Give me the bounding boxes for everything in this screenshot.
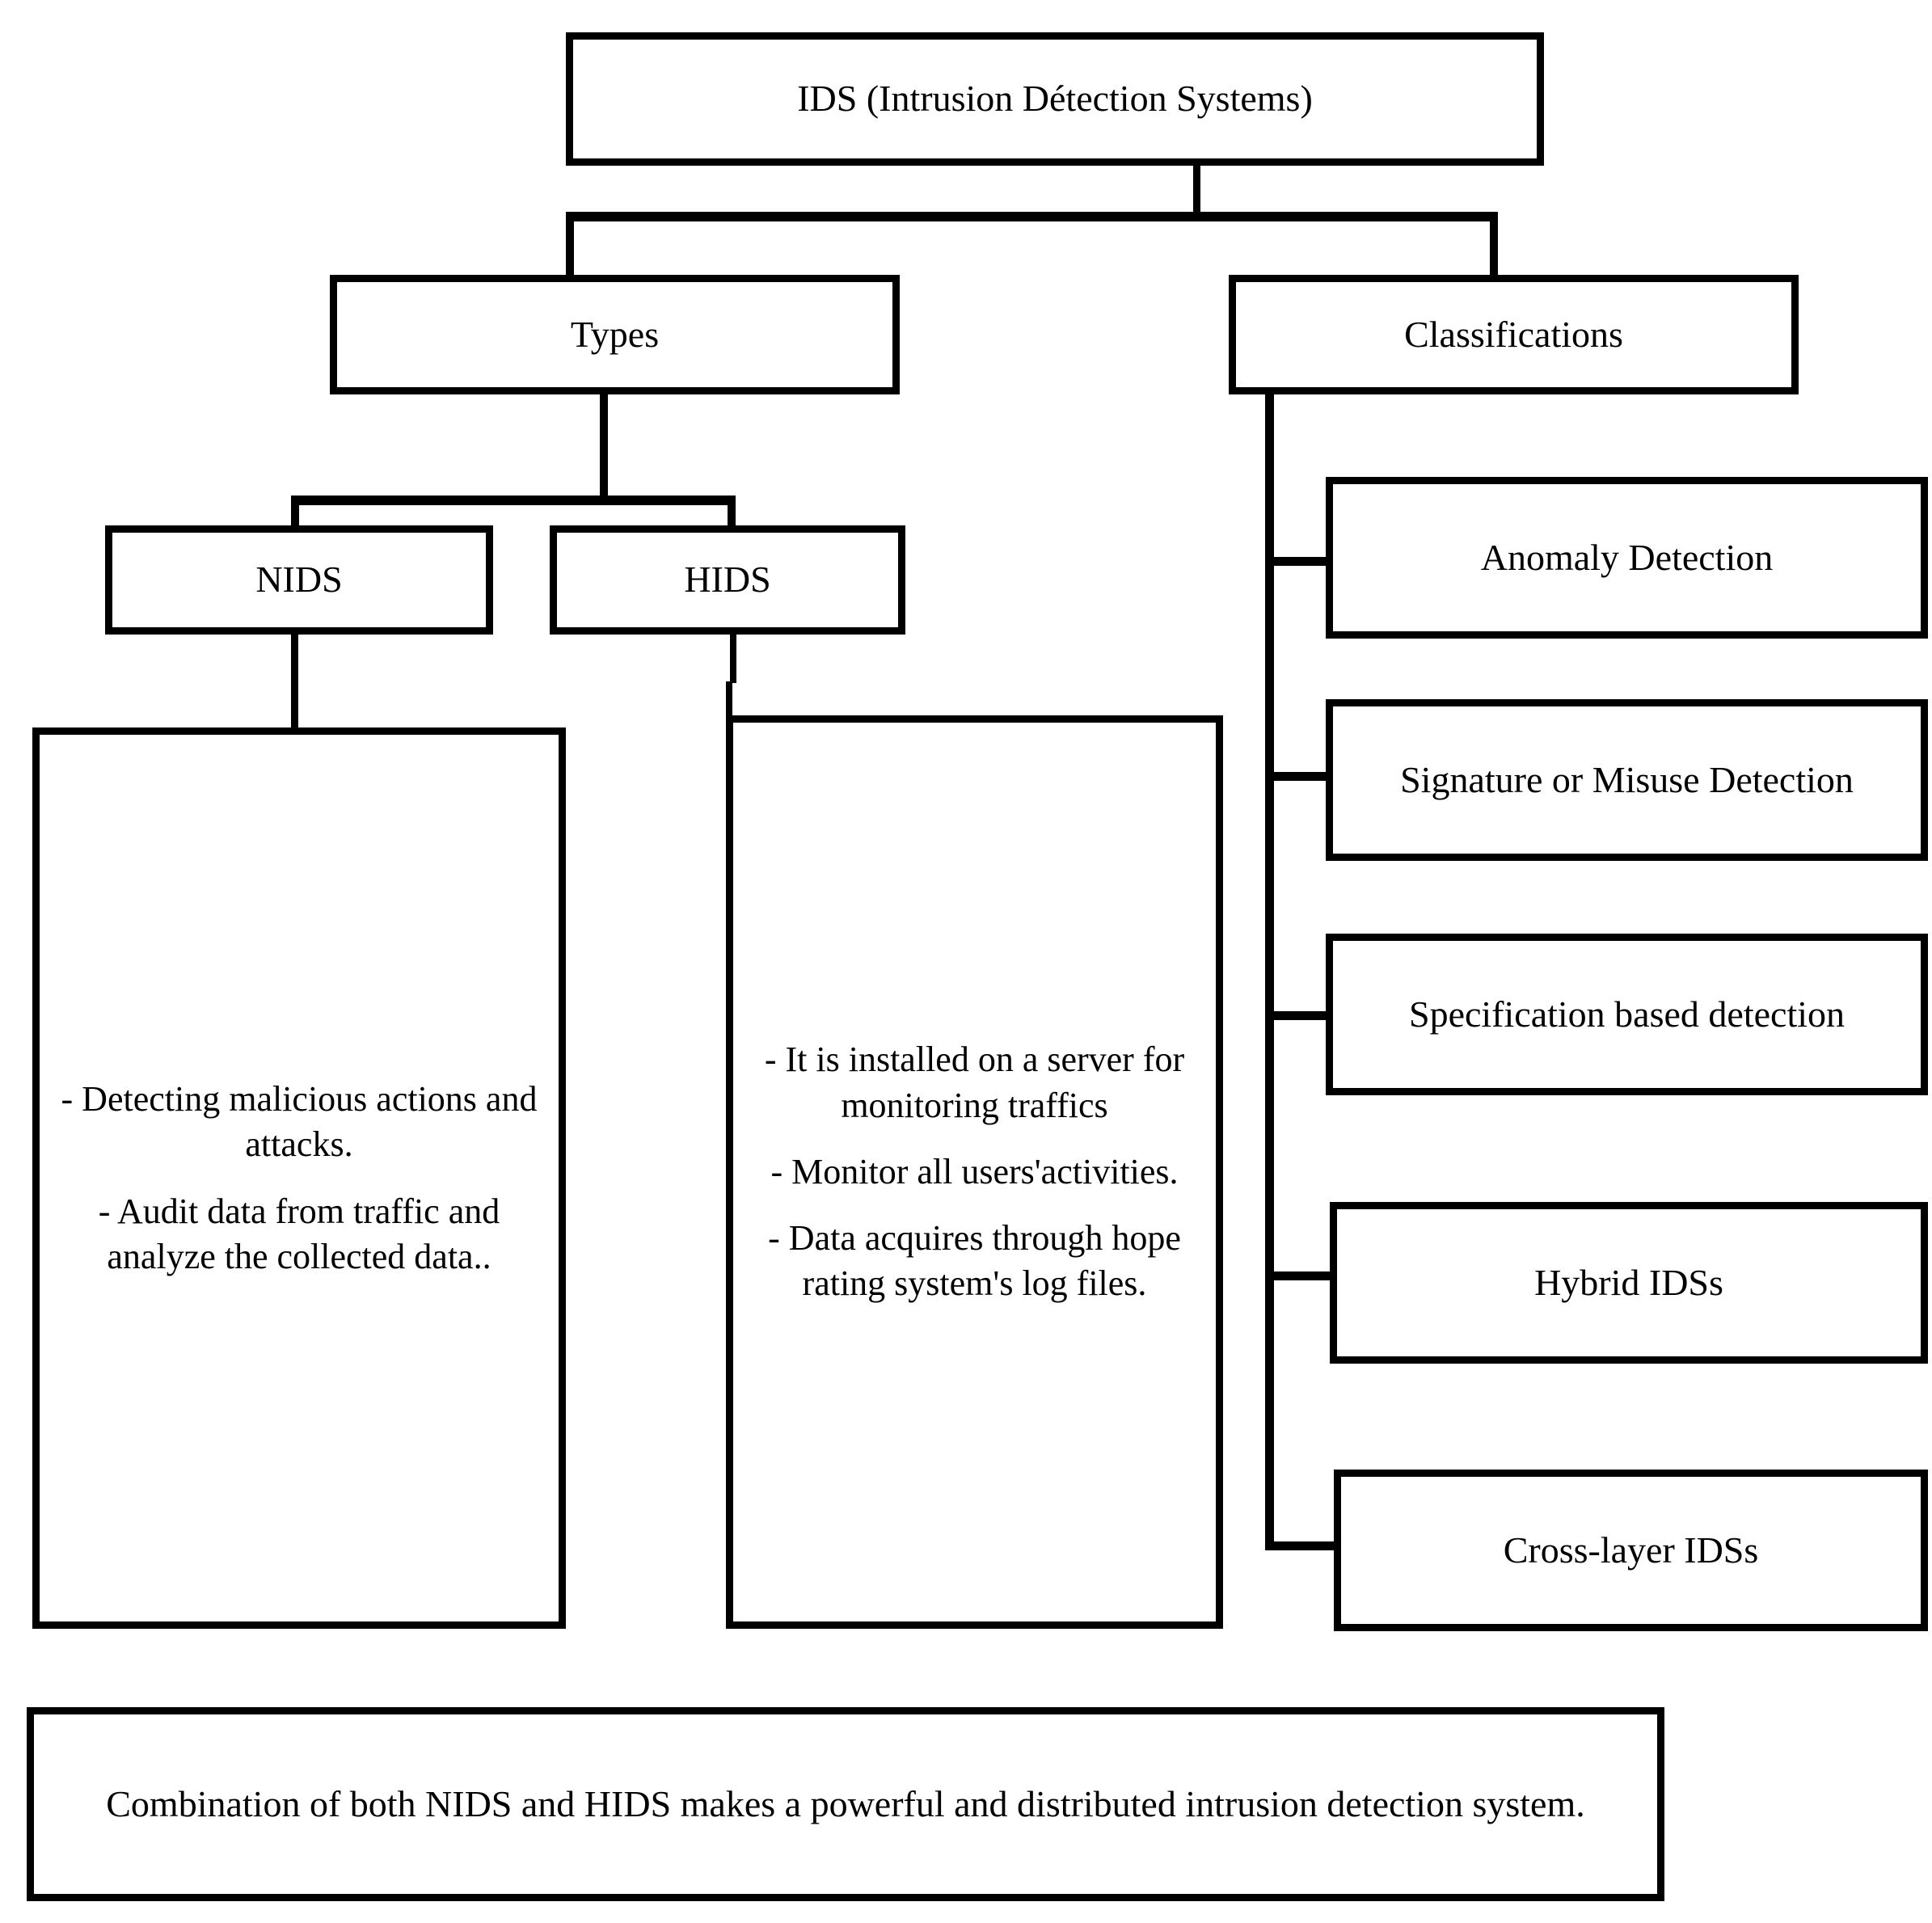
node-classification-hybrid-idss[interactable]: Hybrid IDSs bbox=[1330, 1202, 1928, 1364]
node-footer-summary[interactable]: Combination of both NIDS and HIDS makes … bbox=[27, 1707, 1664, 1901]
hids-detail-list: - It is installed on a server for monito… bbox=[733, 1037, 1216, 1307]
connector-root-to-types bbox=[566, 212, 574, 278]
nids-detail-item: - Detecting malicious actions and attack… bbox=[61, 1078, 538, 1165]
node-nids[interactable]: NIDS bbox=[105, 525, 493, 635]
hids-detail-item: - It is installed on a server for monito… bbox=[764, 1040, 1185, 1125]
node-hids-label: HIDS bbox=[684, 559, 771, 601]
nids-detail-item: - Audit data from traffic and analyze th… bbox=[98, 1191, 500, 1276]
node-types-label: Types bbox=[570, 313, 660, 355]
connector-types-split-bar bbox=[291, 496, 736, 505]
connector-classification-stub-1 bbox=[1265, 557, 1346, 566]
node-classification-cross-layer-idss[interactable]: Cross-layer IDSs bbox=[1334, 1470, 1928, 1631]
node-root-ids[interactable]: IDS (Intrusion Détection Systems) bbox=[566, 32, 1544, 166]
node-hids[interactable]: HIDS bbox=[550, 525, 905, 635]
node-classification-specification-based-detection[interactable]: Specification based detection bbox=[1326, 934, 1928, 1095]
connector-classification-stub-2 bbox=[1265, 772, 1346, 781]
connector-classification-stub-3 bbox=[1265, 1011, 1346, 1020]
connector-types-to-nids bbox=[291, 496, 299, 533]
connector-root-to-classifications bbox=[1490, 212, 1498, 278]
node-classification-label: Anomaly Detection bbox=[1480, 536, 1774, 578]
node-classification-label: Cross-layer IDSs bbox=[1503, 1529, 1759, 1571]
node-hids-detail[interactable]: - It is installed on a server for monito… bbox=[726, 715, 1223, 1629]
connector-root-stem bbox=[1193, 166, 1200, 217]
node-classification-label: Specification based detection bbox=[1408, 993, 1846, 1035]
node-footer-summary-label: Combination of both NIDS and HIDS makes … bbox=[106, 1782, 1585, 1824]
connector-classification-stub-5 bbox=[1265, 1541, 1346, 1550]
node-nids-detail[interactable]: - Detecting malicious actions and attack… bbox=[32, 727, 566, 1629]
node-classification-label: Hybrid IDSs bbox=[1534, 1261, 1723, 1303]
node-classifications-label: Classifications bbox=[1404, 313, 1623, 355]
node-classifications[interactable]: Classifications bbox=[1229, 275, 1799, 394]
connector-hids-to-detail-lower bbox=[726, 681, 732, 718]
connector-types-stem bbox=[600, 394, 608, 501]
hids-detail-item: - Monitor all users'activities. bbox=[770, 1151, 1179, 1191]
connector-hids-to-detail bbox=[730, 635, 736, 683]
node-types[interactable]: Types bbox=[330, 275, 900, 394]
nids-detail-list: - Detecting malicious actions and attack… bbox=[40, 1077, 559, 1280]
connector-classification-stub-4 bbox=[1265, 1271, 1346, 1280]
hids-detail-item: - Data acquires through hope rating syst… bbox=[768, 1218, 1181, 1304]
node-classification-anomaly-detection[interactable]: Anomaly Detection bbox=[1326, 477, 1928, 639]
connector-types-to-hids bbox=[728, 496, 736, 533]
node-root-ids-label: IDS (Intrusion Détection Systems) bbox=[797, 78, 1313, 120]
node-classification-signature-misuse-detection[interactable]: Signature or Misuse Detection bbox=[1326, 699, 1928, 861]
connector-root-split-bar bbox=[566, 212, 1497, 221]
connector-classifications-trunk bbox=[1265, 394, 1274, 1550]
connector-nids-to-detail bbox=[291, 635, 298, 727]
node-nids-label: NIDS bbox=[255, 559, 343, 601]
node-classification-label: Signature or Misuse Detection bbox=[1400, 758, 1854, 800]
